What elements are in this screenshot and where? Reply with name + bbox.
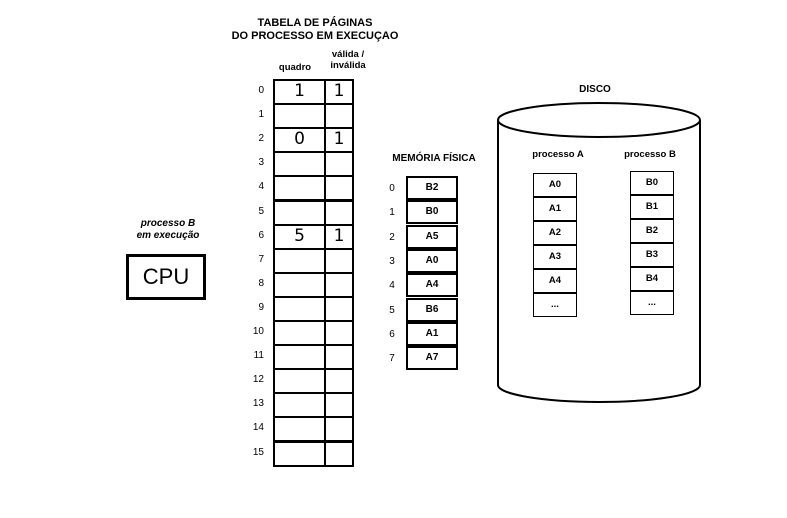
physical-memory-frame: B6 (406, 297, 458, 322)
page-table-row-index: 5 (258, 205, 264, 217)
page-table-valid-cell (324, 175, 354, 202)
disk-page: B4 (630, 267, 674, 291)
disk-page: B3 (630, 243, 674, 267)
disk-page: A1 (533, 197, 577, 221)
cpu-caption-line1: processo B (140, 218, 196, 229)
page-table-valid-cell (324, 368, 354, 395)
physical-memory-frame: A5 (406, 224, 458, 249)
page-table-frame-value: 1 (294, 81, 305, 101)
physical-memory-frame-index: 5 (389, 304, 395, 316)
page-table-frame-cell (273, 440, 326, 467)
page-table-frame-cell (273, 271, 326, 298)
page-table-row-index: 8 (258, 277, 264, 289)
page-table-title: TABELA DE PÁGINAS DO PROCESSO EM EXECUÇA… (215, 17, 415, 43)
page-table-frame-cell (273, 344, 326, 371)
page-table-row-index: 0 (258, 85, 264, 96)
physical-memory-frame: B0 (406, 200, 458, 225)
page-table-frame-cell (273, 295, 326, 322)
page-table-row-index: 1 (258, 109, 264, 121)
page-table-frame-cell (273, 392, 326, 419)
disk-page: ... (533, 293, 577, 317)
page-table-row-index: 9 (258, 301, 264, 313)
disk-page: A4 (533, 269, 577, 293)
cpu-caption: processo B em execução (118, 218, 218, 242)
page-table-valid-cell (324, 103, 354, 130)
disk-process-a-label: processo A (532, 149, 584, 160)
page-table-valid-value: 1 (333, 129, 345, 150)
physical-memory-frame: A4 (406, 273, 458, 298)
physical-memory-frame-index: 1 (389, 207, 395, 219)
physical-memory-frame: A0 (406, 248, 458, 273)
page-table-frame-value: 0 (294, 129, 305, 150)
physical-memory-frame-index: 2 (389, 231, 395, 243)
cpu-label: CPU (142, 264, 190, 289)
page-table-frame-cell (273, 247, 326, 274)
page-table-frame-cell (273, 368, 326, 395)
page-table-valid-cell (324, 320, 354, 346)
page-table-frame-cell (273, 416, 326, 443)
page-table-valid-cell (324, 199, 354, 226)
page-table-row-index: 7 (258, 253, 264, 265)
disk-page: ... (630, 291, 674, 315)
physical-memory-frame-index: 6 (389, 328, 395, 340)
page-table-title-line2: DO PROCESSO EM EXECUÇAO (231, 30, 399, 42)
page-table-valid-cell (324, 440, 354, 467)
cpu-box: CPU (126, 254, 206, 300)
col-header-frame: quadro (278, 62, 312, 73)
col-header-valid-line2: inválida (330, 60, 366, 71)
cpu-caption-line2: em execução (136, 230, 200, 241)
page-table-row-index: 3 (258, 157, 264, 169)
disk-process-b-label: processo B (624, 149, 676, 160)
col-header-valid-line1: válida / (331, 49, 365, 60)
page-table-row-index: 13 (252, 398, 264, 410)
page-table-row-index: 10 (252, 326, 264, 337)
page-table-valid-cell (324, 392, 354, 419)
page-table-row-index: 6 (258, 229, 264, 241)
physical-memory-frame-index: 7 (389, 353, 395, 365)
disk-page: B1 (630, 195, 674, 219)
page-table-row-index: 14 (252, 422, 264, 434)
page-table-valid-value: 1 (333, 81, 345, 101)
page-table-frame-cell (273, 199, 326, 226)
physical-memory-frame-index: 0 (389, 183, 395, 194)
page-table-row-index: 12 (252, 374, 264, 386)
physical-memory-title: MEMÓRIA FÍSICA (392, 153, 476, 164)
col-header-valid: válida / inválida (318, 49, 378, 71)
page-table-valid-cell (324, 295, 354, 322)
page-table-row-index: 4 (258, 181, 264, 193)
disk-page: A0 (533, 173, 577, 197)
physical-memory-frame: A7 (406, 346, 458, 371)
page-table-valid-cell (324, 344, 354, 371)
disk-page: B0 (630, 171, 674, 195)
page-table-valid-cell (324, 271, 354, 298)
page-table-frame-cell (273, 151, 326, 178)
page-table-frame-cell (273, 320, 326, 346)
disk-title: DISCO (579, 84, 611, 95)
page-table-frame-value: 5 (294, 225, 305, 246)
physical-memory-frame: B2 (406, 176, 458, 200)
page-table-title-line1: TABELA DE PÁGINAS (257, 17, 373, 29)
page-table-valid-cell (324, 151, 354, 178)
page-table-row-index: 2 (258, 133, 264, 145)
physical-memory-frame: A1 (406, 321, 458, 346)
page-table-frame-cell (273, 103, 326, 130)
physical-memory-frame-index: 4 (389, 280, 395, 292)
page-table-row-index: 11 (253, 350, 264, 362)
page-table-row-index: 15 (252, 446, 264, 458)
page-table-valid-cell (324, 247, 354, 274)
disk-page: A3 (533, 245, 577, 269)
page-table-valid-cell (324, 416, 354, 443)
page-table-frame-cell (273, 175, 326, 202)
disk-page: B2 (630, 219, 674, 243)
physical-memory-frame-index: 3 (389, 255, 395, 267)
page-table-valid-value: 1 (333, 225, 345, 246)
disk-page: A2 (533, 221, 577, 245)
